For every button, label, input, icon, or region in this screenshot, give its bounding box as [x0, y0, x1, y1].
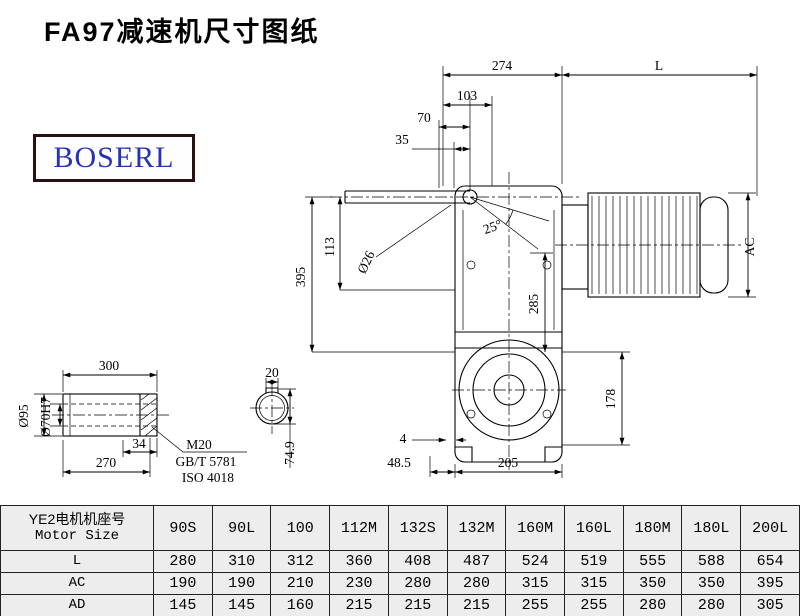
cell-L-112M: 360 [329, 550, 389, 573]
cell-AD-100: 160 [270, 594, 331, 616]
motor-size-header: YE2电机机座号 Motor Size [0, 505, 154, 551]
size-col-132M: 132M [446, 505, 507, 551]
cell-AD-132M: 215 [446, 594, 507, 616]
cell-AC-132S: 280 [387, 572, 448, 595]
centerlines [52, 172, 742, 470]
cell-L-180L: 588 [681, 550, 742, 573]
dim-103: 103 [457, 88, 478, 103]
boserl-logo-text: BOSERL [53, 141, 175, 174]
size-col-112M: 112M [329, 505, 389, 551]
cell-AC-90L: 190 [211, 572, 272, 595]
cell-AD-200L: 305 [740, 594, 800, 616]
dim-48-5: 48.5 [387, 455, 411, 470]
dim-AC: AC [742, 238, 757, 257]
row-label-L: L [0, 550, 154, 573]
dim-205: 205 [498, 455, 519, 470]
cell-AD-132S: 215 [387, 594, 448, 616]
dim-25deg: 25° [481, 216, 504, 237]
cell-AC-180M: 350 [622, 572, 683, 595]
size-col-200L: 200L [740, 505, 800, 551]
cell-AD-112M: 215 [329, 594, 389, 616]
cell-AC-112M: 230 [329, 572, 389, 595]
cell-AC-180L: 350 [681, 572, 742, 595]
dim-270: 270 [96, 455, 117, 470]
cell-L-160L: 519 [564, 550, 624, 573]
motor-size-header-cn: YE2电机机座号 [28, 510, 126, 527]
dim-70: 70 [417, 110, 431, 125]
size-col-90L: 90L [211, 505, 272, 551]
dim-L: L [655, 58, 663, 73]
m20-leader [151, 426, 247, 453]
size-col-132S: 132S [387, 505, 448, 551]
technical-drawing: 274 L 103 70 35 25° Ø26 395 113 285 AC 1… [16, 58, 758, 485]
cell-AC-160M: 315 [505, 572, 566, 595]
cell-L-180M: 555 [622, 550, 683, 573]
cell-AD-180M: 280 [622, 594, 683, 616]
cell-L-90S: 280 [153, 550, 213, 573]
dim-ISO-4018: ISO 4018 [182, 470, 234, 485]
dim-285: 285 [526, 294, 541, 315]
dim-34: 34 [132, 436, 146, 451]
dim-GBT-5781: GB/T 5781 [176, 454, 237, 469]
motor-size-table: YE2电机机座号 Motor Size 90S 90L 100 112M 132… [0, 505, 800, 616]
table-row-L: L 280 310 312 360 408 487 524 519 555 58… [0, 550, 800, 573]
angle-lines [469, 196, 550, 250]
gearbox-housing [344, 185, 563, 463]
cell-AD-160M: 255 [505, 594, 566, 616]
dim-dia70H7: Ø70H7 [38, 397, 53, 437]
size-col-90S: 90S [153, 505, 213, 551]
cell-L-200L: 654 [740, 550, 800, 573]
table-row-AD: AD 145 145 160 215 215 215 255 255 280 2… [0, 594, 800, 616]
dim-395: 395 [293, 267, 308, 288]
cell-L-132S: 408 [387, 550, 448, 573]
cell-AC-100: 210 [270, 572, 331, 595]
motor-size-header-en: Motor Size [34, 528, 119, 544]
cell-AD-180L: 280 [681, 594, 742, 616]
dim-4: 4 [400, 431, 407, 446]
cell-L-100: 312 [270, 550, 331, 573]
dim-dia95: Ø95 [16, 404, 31, 427]
dim-dia26: Ø26 [354, 248, 378, 276]
cell-L-160M: 524 [505, 550, 566, 573]
dim-274: 274 [492, 58, 513, 73]
dim-113: 113 [322, 237, 337, 257]
cell-L-90L: 310 [211, 550, 272, 573]
dimension-lines [41, 72, 757, 475]
cell-AC-90S: 190 [153, 572, 213, 595]
hollow-shaft-detail [62, 393, 247, 453]
boserl-logo: BOSERL [33, 134, 195, 182]
dim-300: 300 [99, 358, 120, 373]
size-col-180M: 180M [622, 505, 683, 551]
diameter-leader [375, 204, 452, 258]
cell-L-132M: 487 [446, 550, 507, 573]
dim-74-9: 74.9 [282, 441, 297, 465]
dim-20: 20 [265, 365, 279, 380]
page-title: FA97减速机尺寸图纸 [44, 17, 320, 47]
size-col-100: 100 [270, 505, 331, 551]
cell-AD-90L: 145 [211, 594, 272, 616]
size-col-160M: 160M [505, 505, 566, 551]
cell-AD-160L: 255 [564, 594, 624, 616]
dimension-labels: 274 L 103 70 35 25° Ø26 395 113 285 AC 1… [16, 58, 757, 485]
size-col-180L: 180L [681, 505, 742, 551]
row-label-AD: AD [0, 594, 154, 616]
table-row-AC: AC 190 190 210 230 280 280 315 315 350 3… [0, 572, 800, 595]
cell-AD-90S: 145 [153, 594, 213, 616]
cell-AC-132M: 280 [446, 572, 507, 595]
thread-hatch [140, 393, 158, 437]
cell-AC-160L: 315 [564, 572, 624, 595]
dim-M20: M20 [186, 437, 212, 452]
extension-lines [34, 66, 758, 478]
size-col-160L: 160L [564, 505, 624, 551]
row-label-AC: AC [0, 572, 154, 595]
cell-AC-200L: 395 [740, 572, 800, 595]
dim-35: 35 [395, 132, 409, 147]
motor-flange [561, 204, 589, 290]
dim-178: 178 [603, 389, 618, 410]
table-header-row: YE2电机机座号 Motor Size 90S 90L 100 112M 132… [0, 505, 800, 551]
